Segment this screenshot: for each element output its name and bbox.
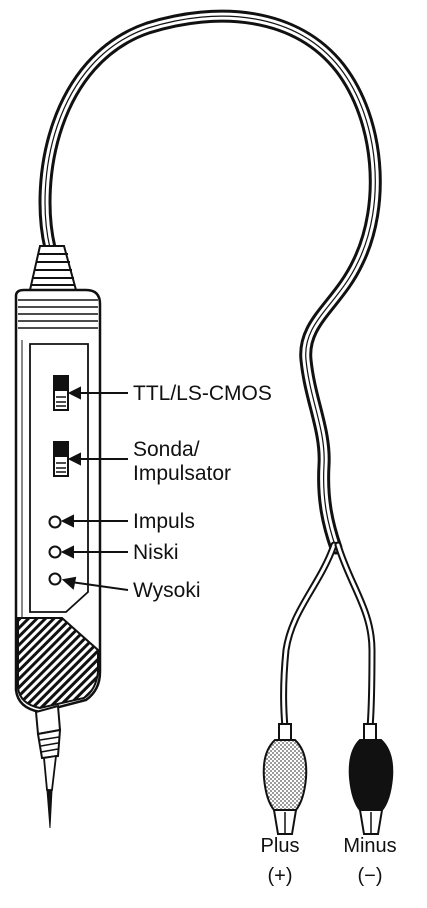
label-function-switch-line1: Sonda/ (133, 438, 200, 461)
cable-strain-relief (28, 245, 78, 291)
probe-cable (38, 9, 382, 732)
probe-tip (34, 704, 62, 829)
function-switch[interactable] (53, 441, 69, 477)
led-high (48, 572, 62, 586)
label-clip-minus: Minus (343, 835, 396, 857)
led-low (48, 545, 62, 559)
label-clip-minus-sign: (−) (358, 865, 383, 887)
leader-arrows (60, 386, 129, 591)
mode-switch[interactable] (53, 375, 69, 411)
label-led-pulse: Impuls (133, 510, 195, 533)
label-mode-switch: TTL/LS-CMOS (133, 382, 272, 405)
label-clip-plus: Plus (261, 835, 300, 857)
label-function-switch-line2: Impulsator (133, 462, 231, 485)
label-led-low: Niski (133, 541, 179, 564)
led-pulse (48, 515, 62, 529)
label-led-high: Wysoki (133, 579, 200, 602)
label-clip-plus-sign: (+) (268, 865, 293, 887)
minus-clip (348, 723, 394, 835)
probe-grip-pattern (17, 617, 99, 710)
plus-clip (262, 723, 308, 835)
